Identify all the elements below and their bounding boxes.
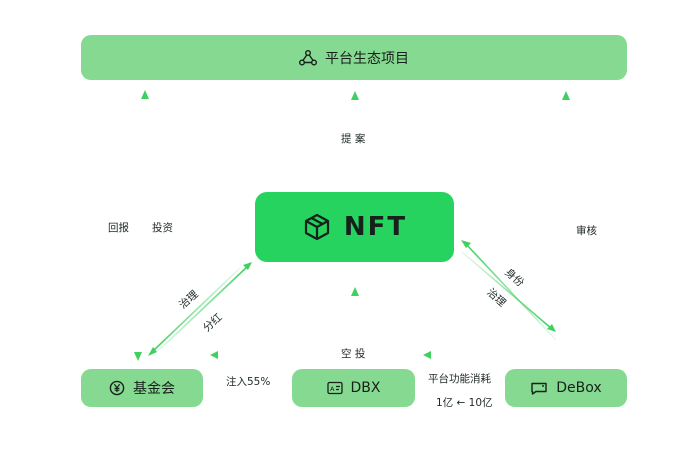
label-consume: 平台功能消耗 <box>428 373 491 385</box>
arrow-fund-to-nft <box>156 262 252 353</box>
label-review: 审核 <box>576 225 597 237</box>
platform-ecosystem-label: 平台生态项目 <box>325 50 409 67</box>
label-invest: 投资 <box>152 222 173 234</box>
arrow-fund-from-top <box>134 88 142 361</box>
chat-box-icon <box>530 381 548 395</box>
arrow-nft-to-debox <box>461 251 556 332</box>
label-airdrop: 空 投 <box>341 348 366 360</box>
id-card-icon: A <box>326 381 343 395</box>
dbx-label: DBX <box>350 380 381 396</box>
label-inject: 注入55% <box>226 376 271 388</box>
platform-ecosystem-node: 平台生态项目 <box>81 35 627 80</box>
debox-node: DeBox <box>505 369 627 407</box>
arrow-nft-to-fund <box>148 267 241 356</box>
foundation-label: 基金会 <box>133 381 175 397</box>
cube-icon <box>302 212 332 242</box>
arrow-dbx-to-fund <box>210 351 282 359</box>
yen-circle-icon <box>109 380 125 396</box>
svg-text:A: A <box>330 385 335 393</box>
nft-label: NFT <box>343 212 408 242</box>
triangle-nodes-icon <box>299 49 317 66</box>
foundation-node: 基金会 <box>81 369 203 407</box>
arrow-dbx-to-nft <box>351 287 359 356</box>
arrow-fund-to-top <box>141 90 149 355</box>
arrow-debox-to-top <box>562 91 570 360</box>
label-return: 回报 <box>108 222 129 234</box>
dbx-node: A DBX <box>292 369 415 407</box>
debox-label: DeBox <box>556 380 602 396</box>
nft-node: NFT <box>255 192 454 262</box>
label-proposal: 提 案 <box>341 133 366 145</box>
arrow-debox-to-dbx <box>423 351 494 359</box>
label-range: 1亿 ← 10亿 <box>436 397 493 409</box>
arrow-nft-to-top <box>351 91 359 180</box>
arrow-debox-to-nft <box>461 240 557 341</box>
